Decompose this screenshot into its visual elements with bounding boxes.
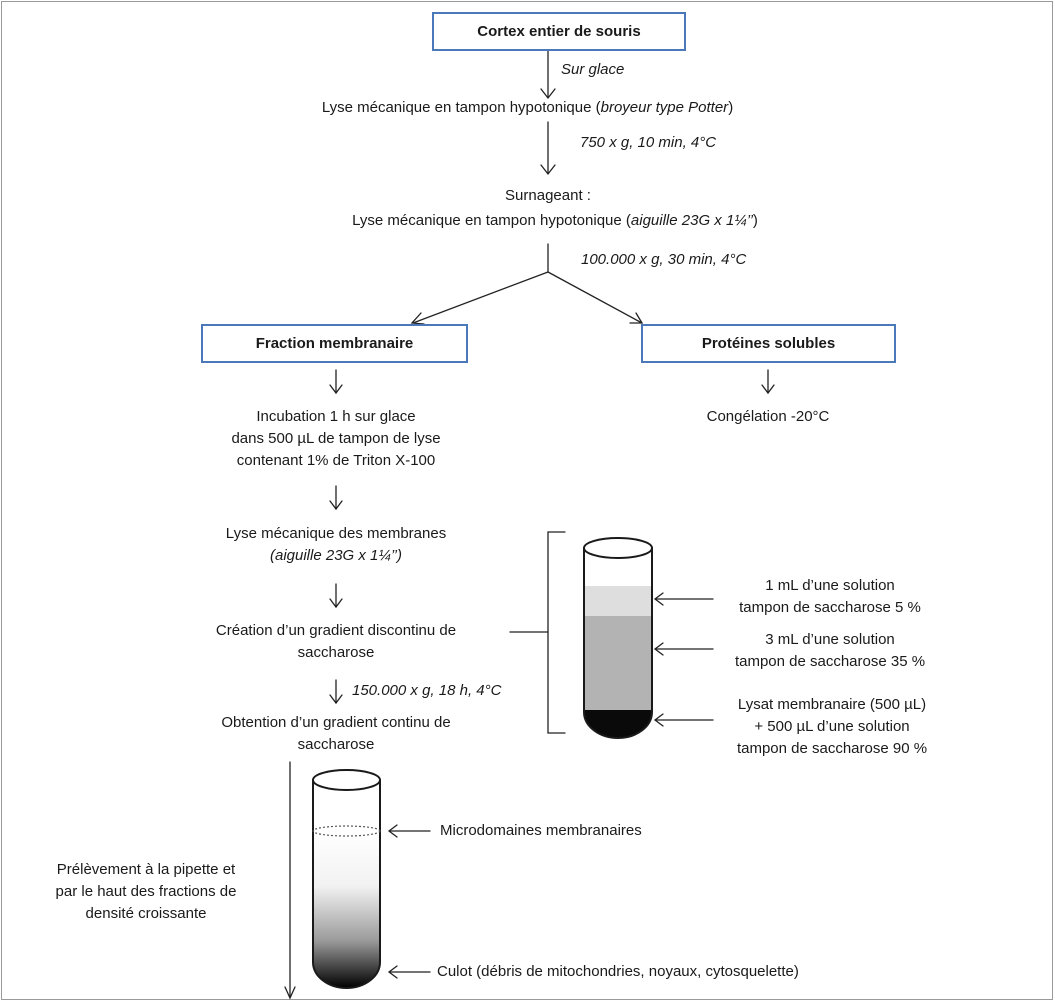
spin1-label: 750 x g, 10 min, 4°C — [580, 132, 716, 154]
tube2-rim — [312, 769, 381, 791]
tube1-layer2 — [584, 616, 652, 710]
tube1-layer2-line-1: 3 mL d’une solution — [765, 631, 895, 648]
spin3-conditions: 18 h, 4°C — [438, 682, 502, 699]
sampling-line-3: densité croissante — [85, 905, 207, 922]
spin2-unit: x g, — [635, 251, 668, 268]
tube2-gradient — [313, 831, 380, 988]
tube1-layer1-line-2: tampon de saccharose 5 % — [739, 599, 921, 616]
lysis1-end: ) — [728, 99, 734, 116]
split-right — [547, 271, 643, 324]
lysis2-end: ) — [752, 212, 758, 229]
spin1-conditions: 10 min, 4°C — [637, 134, 717, 151]
supernatant-label: Surnageant : — [0, 185, 1055, 207]
box-cortex: Cortex entier de souris — [432, 12, 686, 51]
box-cortex-label: Cortex entier de souris — [477, 23, 641, 40]
lysis2-label: Lyse mécanique en tampon hypotonique (ai… — [0, 210, 1055, 232]
bracket — [547, 531, 566, 734]
membrane-lysis-text: Lyse mécanique des membranes (aiguille 2… — [176, 523, 496, 567]
sampling-line-1: Prélèvement à la pipette et — [56, 861, 236, 878]
spin1-speed: 750 — [580, 134, 606, 151]
on-ice-label: Sur glace — [561, 61, 625, 78]
supernatant-text: Surnageant : — [505, 187, 591, 204]
lysis1-label: Lyse mécanique en tampon hypotonique (br… — [0, 97, 1055, 119]
box-membrane-fraction: Fraction membranaire — [201, 324, 468, 363]
tube1-outline — [583, 548, 653, 739]
microdomain-band — [312, 825, 381, 837]
spin3-unit: x g, — [406, 682, 439, 699]
lysis2-main: Lyse mécanique en tampon hypotonique ( — [352, 212, 631, 229]
tube1-layer3-line-1: Lysat membranaire (500 µL) — [737, 696, 927, 713]
tube1-layer1 — [584, 586, 652, 616]
membrane-lysis-needle: (aiguille 23G x 1¼’’) — [269, 547, 402, 564]
pellet-label: Culot (débris de mitochondries, noyaux, … — [437, 963, 799, 980]
tube-2 — [312, 769, 381, 989]
microdomains-label: Microdomaines membranaires — [440, 822, 642, 839]
spin3-label: 150.000 x g, 18 h, 4°C — [352, 680, 501, 702]
tube1-layer2-line-2: tampon de saccharose 35 % — [734, 653, 926, 670]
sampling-line-2: par le haut des fractions de — [55, 883, 237, 900]
box-soluble-proteins: Protéines solubles — [641, 324, 896, 363]
split-left — [412, 271, 549, 324]
gradient-continuous-line-1: Obtention d’un gradient continu de — [221, 714, 451, 731]
incubation-line-1: Incubation 1 h sur glace — [256, 408, 416, 425]
freezing-line: Congélation -20°C — [706, 408, 830, 425]
gradient-continuous-text: Obtention d’un gradient continu de sacch… — [156, 712, 516, 756]
incubation-text: Incubation 1 h sur glace dans 500 µL de … — [196, 406, 476, 472]
box-soluble-proteins-label: Protéines solubles — [701, 335, 836, 352]
tube1-rim — [583, 537, 653, 559]
tube1-layer3 — [584, 710, 652, 738]
spin2-speed: 100.000 — [581, 251, 636, 268]
gradient-creation-line-2: saccharose — [297, 644, 375, 661]
membrane-lysis-line: Lyse mécanique des membranes — [225, 525, 447, 542]
tube-1 — [583, 537, 653, 739]
tube2-outline — [312, 780, 381, 989]
lysis1-main: Lyse mécanique en tampon hypotonique ( — [321, 99, 601, 116]
gradient-continuous-line-2: saccharose — [297, 736, 375, 753]
spin2-conditions: 30 min, 4°C — [667, 251, 747, 268]
tube1-layer1-line-1: 1 mL d’une solution — [765, 577, 895, 594]
tube1-layer3-line-3: tampon de saccharose 90 % — [736, 740, 928, 757]
freezing-text: Congélation -20°C — [638, 406, 898, 428]
incubation-line-3: contenant 1% de Triton X-100 — [236, 452, 436, 469]
spin2-label: 100.000 x g, 30 min, 4°C — [581, 249, 746, 271]
incubation-line-2: dans 500 µL de tampon de lyse — [231, 430, 441, 447]
spin3-speed: 150.000 — [352, 682, 407, 699]
spin1-unit: x g, — [605, 134, 638, 151]
tube1-layer3-label: Lysat membranaire (500 µL) + 500 µL d’un… — [700, 694, 964, 760]
tube1-layer3-line-2: + 500 µL d’une solution — [754, 718, 910, 735]
gradient-creation-text: Création d’un gradient discontinu de sac… — [156, 620, 516, 664]
lysis1-italic: broyeur type Potter — [600, 99, 729, 116]
lysis2-italic: aiguille 23G x 1¼’’ — [630, 212, 753, 229]
tube1-layer1-label: 1 mL d’une solution tampon de saccharose… — [700, 575, 960, 619]
gradient-creation-line-1: Création d’un gradient discontinu de — [215, 622, 457, 639]
box-membrane-fraction-label: Fraction membranaire — [255, 335, 414, 352]
sampling-text: Prélèvement à la pipette et par le haut … — [8, 859, 284, 925]
tube1-layer2-label: 3 mL d’une solution tampon de saccharose… — [700, 629, 960, 673]
